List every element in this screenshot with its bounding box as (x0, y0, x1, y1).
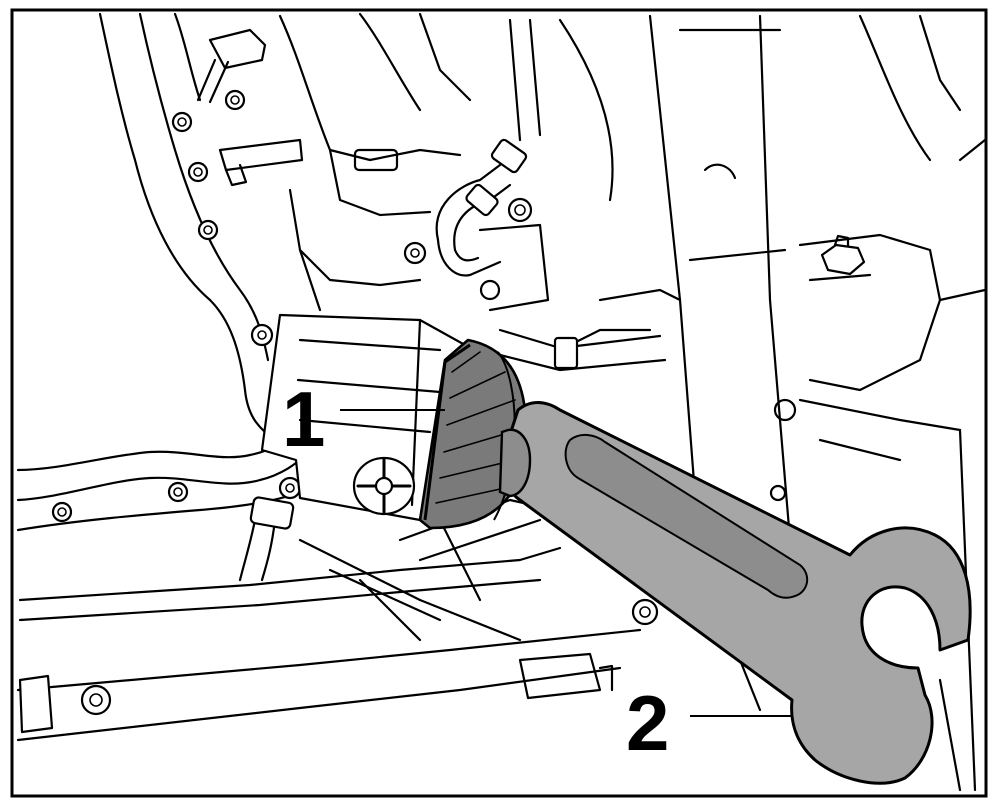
callout-2: 2 (626, 679, 792, 767)
block-bolts (51, 89, 427, 523)
wrench-tool (498, 401, 972, 785)
callout-1: 1 (282, 375, 445, 463)
oil-filter-housing (260, 313, 467, 522)
callout-2-number: 2 (626, 679, 669, 767)
callout-1-number: 1 (282, 375, 325, 463)
